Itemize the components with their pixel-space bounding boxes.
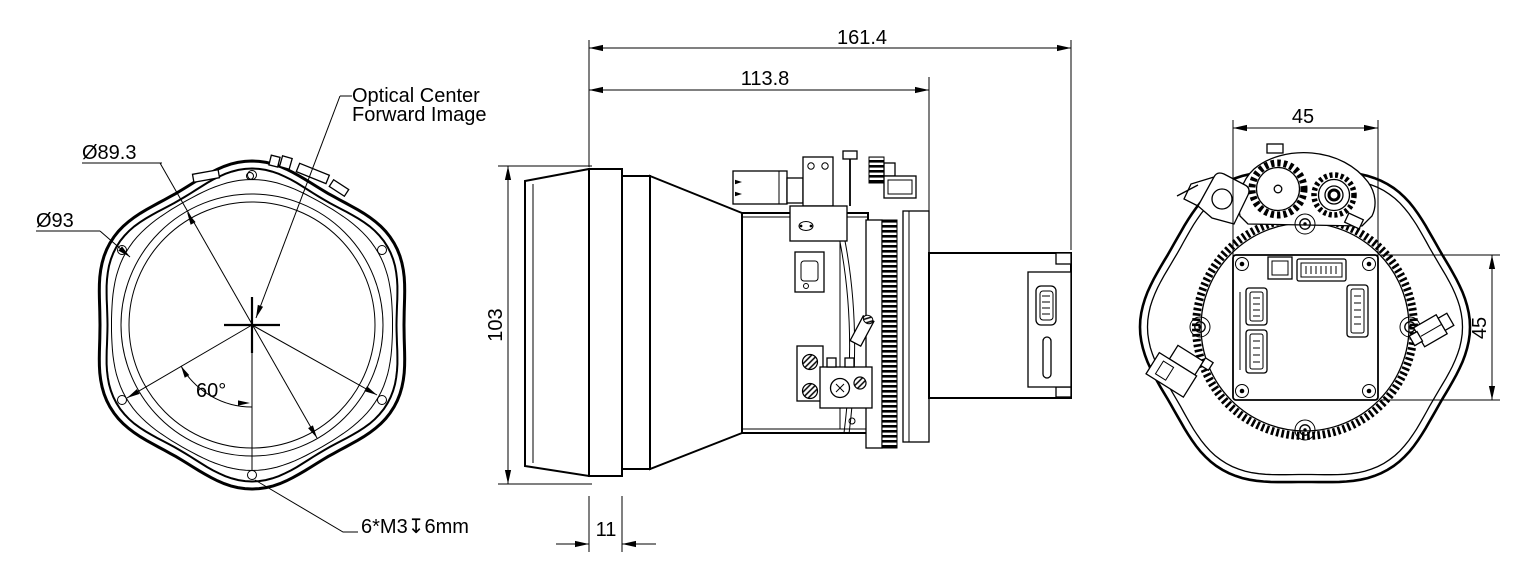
front-rim-tabs <box>191 154 350 198</box>
front-outer-ring <box>97 159 407 491</box>
zoom-gear <box>1248 159 1308 219</box>
usb-connector <box>1035 285 1057 326</box>
optical-center-label-line1: Optical Center <box>352 85 480 107</box>
angle-dimension-text: 60° <box>196 380 226 402</box>
pcb-width-dimension-text: 45 <box>1292 106 1314 128</box>
angle-dimension: 60° <box>180 365 253 408</box>
body-length-dimension-text: 113.8 <box>741 68 790 90</box>
adjust-screw <box>829 377 851 399</box>
diameter-inner-text: Ø89.3 <box>82 142 136 164</box>
left-connector-1 <box>1245 287 1268 326</box>
rear-slot <box>1042 336 1052 379</box>
latch-bracket <box>1176 172 1250 225</box>
motor-body <box>732 170 788 205</box>
pcb-corner-screws <box>1235 257 1376 398</box>
mechanism-plate <box>789 205 848 242</box>
gear-drive-assembly <box>1238 143 1376 230</box>
right-cable-connector <box>1408 312 1455 348</box>
thread-note: 6*M3↧6mm <box>254 479 469 538</box>
front-view: 60° 6*M3↧6mm Ø89.3 Ø93 Optical Center Fo… <box>36 85 487 538</box>
motor-bracket <box>802 156 834 207</box>
lower-mechanism <box>796 314 875 425</box>
rear-ring-section <box>902 210 930 443</box>
front-lens-cell <box>524 167 590 478</box>
focus-mechanism <box>732 150 917 293</box>
front-construction-lines <box>36 95 378 471</box>
pcb-board <box>1232 254 1379 401</box>
focus-gear <box>1311 172 1357 218</box>
header-connector-pins <box>1305 266 1337 274</box>
back-outer-ring <box>1138 170 1472 484</box>
front-outer-ring-inner-line <box>105 167 399 483</box>
clamp-block <box>794 251 825 293</box>
right-connector <box>1346 284 1369 338</box>
diameter-outer-text: Ø93 <box>36 210 74 232</box>
mounting-flange <box>588 168 623 477</box>
flange-plate <box>621 175 651 470</box>
gear-ring-teeth <box>881 219 898 449</box>
total-length-dimension-text: 161.4 <box>837 27 887 49</box>
side-view-dimensions: 161.4 113.8 103 11 <box>485 27 1072 552</box>
back-view: 45 45 <box>1138 106 1500 484</box>
power-connector <box>1267 256 1293 280</box>
side-view: 161.4 113.8 103 11 <box>485 27 1072 552</box>
rear-connector-plate <box>1027 271 1072 388</box>
pcb-height-dimension-text: 45 <box>1469 317 1491 339</box>
gear-ring-disc <box>865 219 883 449</box>
thread-note-text: 6*M3↧6mm <box>361 516 469 538</box>
back-view-dimensions: 45 45 <box>1232 106 1500 401</box>
back-outer-ring-inner-line <box>1146 178 1464 476</box>
left-cable-connector <box>1145 344 1215 399</box>
left-connector-2 <box>1245 329 1268 374</box>
height-dimension-text: 103 <box>485 308 507 341</box>
connector-pins <box>1253 295 1361 363</box>
optical-center-label-line2: Forward Image <box>352 104 487 126</box>
flange-thickness-dimension-text: 11 <box>596 519 617 541</box>
front-retainer-ring <box>111 178 393 472</box>
lens-cone <box>649 174 743 471</box>
lead-screw <box>868 156 885 184</box>
